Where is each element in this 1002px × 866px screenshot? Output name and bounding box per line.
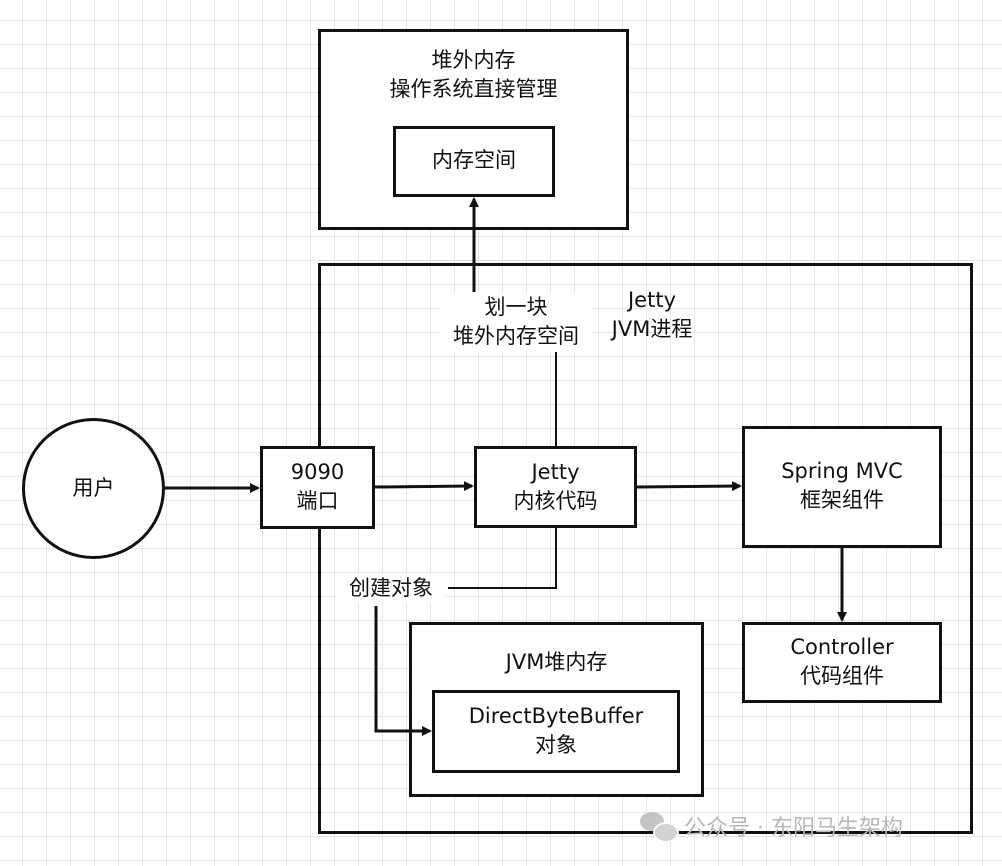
- jetty-core-label: Jetty 内核代码: [474, 458, 637, 516]
- spring-mvc-line1: Spring MVC: [781, 459, 903, 483]
- controller-box: [742, 622, 942, 703]
- jetty-process-line2: JVM进程: [611, 317, 693, 341]
- offheap-title-line2: 操作系统直接管理: [389, 77, 558, 101]
- controller-line2: 代码组件: [800, 664, 884, 688]
- spring-mvc-line2: 框架组件: [800, 488, 884, 512]
- port-box: [260, 446, 375, 529]
- memory-space-label: 内存空间: [432, 148, 516, 172]
- direct-byte-buffer-line2: 对象: [535, 733, 577, 757]
- watermark-text: 公众号 · 东阳马生架构: [684, 816, 903, 841]
- offheap-title-line1: 堆外内存: [431, 48, 516, 72]
- allocate-line1: 划一块: [484, 295, 548, 319]
- controller-line1: Controller: [790, 635, 894, 659]
- create-object-label: 创建对象: [337, 574, 445, 603]
- jetty-process-line1: Jetty: [627, 288, 676, 312]
- spring-mvc-label: Spring MVC 框架组件: [742, 457, 942, 515]
- port-line1: 9090: [290, 460, 345, 484]
- jetty-core-line1: Jetty: [531, 460, 580, 484]
- controller-label: Controller 代码组件: [742, 633, 942, 691]
- direct-byte-buffer-box: [432, 690, 680, 773]
- user-node: [22, 418, 165, 559]
- wechat-icon: [640, 812, 679, 843]
- offheap-memory-title: 堆外内存 操作系统直接管理: [318, 46, 629, 104]
- allocate-line2: 堆外内存空间: [453, 324, 579, 348]
- memory-space-box: [393, 126, 555, 197]
- jetty-process-label: Jetty JVM进程: [596, 286, 708, 344]
- watermark: 公众号 · 东阳马生架构: [640, 810, 903, 843]
- jetty-jvm-process-box: [318, 263, 973, 834]
- direct-byte-buffer-label: DirectByteBuffer 对象: [432, 702, 680, 760]
- jetty-core-box: [474, 446, 637, 528]
- port-label: 9090 端口: [260, 458, 375, 516]
- user-label: 用户: [72, 476, 115, 500]
- allocate-offheap-label: 划一块 堆外内存空间: [440, 293, 592, 351]
- jetty-core-line2: 内核代码: [513, 489, 598, 513]
- direct-byte-buffer-line1: DirectByteBuffer: [468, 704, 644, 728]
- spring-mvc-box: [742, 426, 942, 548]
- port-line2: 端口: [296, 489, 339, 513]
- jvm-heap-title: JVM堆内存: [505, 650, 608, 674]
